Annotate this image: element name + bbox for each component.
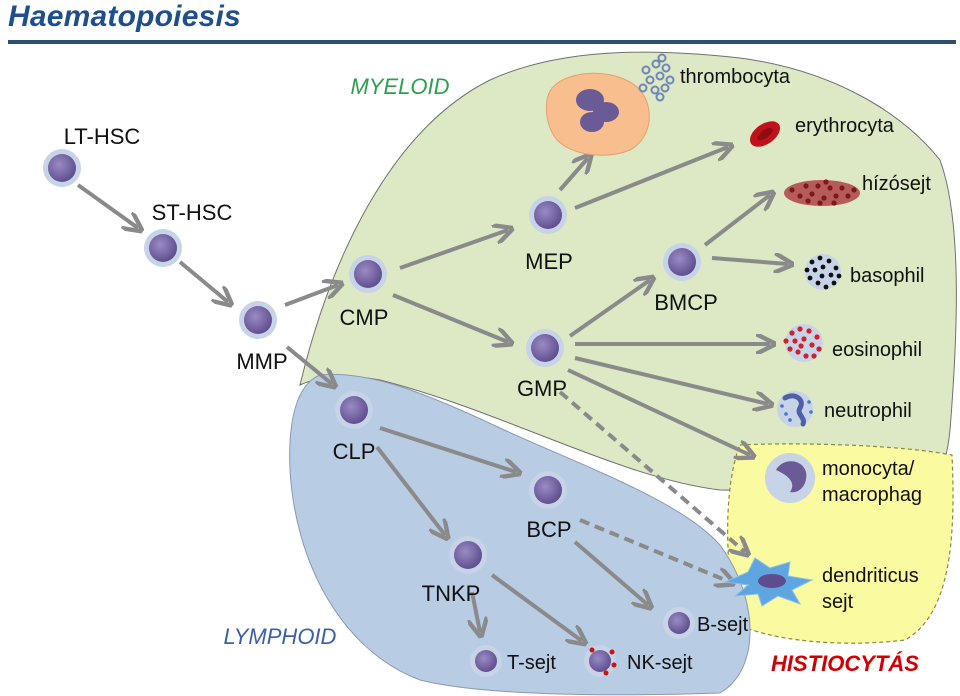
label-cmp: CMP (340, 305, 389, 330)
label-gmp: GMP (517, 376, 567, 401)
megakaryocyte (545, 72, 650, 156)
arrow-gmp-dendriticus (558, 390, 745, 552)
cell-clp (335, 391, 373, 429)
cell-st-hsc (144, 229, 182, 267)
label-dendriticus-line1: dendriticus (822, 565, 919, 587)
label-thrombocyta: thrombocyta (680, 66, 791, 88)
arrow-gmp-monocyta (567, 368, 750, 455)
arrow-mep-erythrocyta (574, 147, 728, 210)
cell-gmp (526, 329, 564, 367)
label-neutrophil: neutrophil (824, 400, 912, 422)
title-rule (8, 40, 956, 44)
cell-bcp (529, 471, 567, 509)
label-b-sejt: B-sejt (697, 614, 749, 636)
arrow-mep-thrombocyta (558, 158, 588, 192)
dendriticus-cell (723, 557, 814, 607)
label-basophil: basophil (850, 265, 925, 287)
label-bcp: BCP (526, 517, 571, 542)
arrow-gmp-bmcp (568, 280, 650, 338)
histiocytic-label: HISTIOCYTÁS (771, 651, 919, 676)
arrow-bmcp-basophil (711, 258, 788, 264)
neutrophil-cell (777, 391, 813, 427)
label-lt-hsc: LT-HSC (64, 124, 141, 149)
arrow-gmp-neutrophil (574, 356, 768, 404)
lymphoid-label: LYMPHOID (224, 624, 337, 649)
arrow-clp-bcp (379, 426, 516, 472)
label-dendriticus-line2: sejt (822, 591, 854, 613)
arrow-cmp-gmp (392, 293, 508, 342)
arrow-sthsc-mmp (178, 260, 228, 302)
cell-mep (529, 196, 567, 234)
erythrocyta-cell (749, 121, 781, 147)
label-clp: CLP (333, 439, 376, 464)
cell-b-sejt (663, 607, 695, 639)
label-monocyta-line2: macrophag (822, 484, 922, 506)
eosinophil-cell (783, 324, 823, 362)
arrow-bcp-dendriticus (579, 518, 730, 582)
arrow-tnkp-nksejt (490, 573, 582, 641)
cell-nk-sejt (584, 645, 617, 677)
arrow-mmp-clp (285, 345, 332, 384)
label-hizosejt: hízósejt (862, 173, 931, 195)
label-bmcp: BMCP (654, 290, 718, 315)
monocyta-cell (765, 453, 815, 503)
myeloid-label: MYELOID (350, 74, 449, 99)
lymphoid-region (289, 373, 751, 696)
label-tnkp: TNKP (422, 581, 481, 606)
cell-cmp (349, 255, 387, 293)
arrows (76, 147, 788, 641)
cell-t-sejt (470, 645, 502, 677)
cell-mmp (239, 301, 277, 339)
arrow-lthsc-sthsc (76, 183, 138, 228)
thrombocyta-cluster (638, 53, 675, 102)
label-t-sejt: T-sejt (507, 652, 556, 674)
arrow-clp-tnkp (375, 445, 445, 535)
cell-lt-hsc (43, 149, 81, 187)
label-mmp: MMP (236, 349, 287, 374)
basophil-cell (804, 254, 842, 290)
label-erythrocyta: erythrocyta (795, 115, 895, 137)
progenitor-cells (43, 149, 701, 677)
label-monocyta-line1: monocyta/ (822, 458, 915, 480)
arrow-cmp-mep (399, 230, 508, 270)
label-st-hsc: ST-HSC (152, 200, 233, 225)
arrow-tnkp-tsejt (472, 591, 480, 632)
page-title: Haematopoiesis (8, 0, 241, 33)
arrow-bmcp-hizosejt (703, 195, 770, 247)
hizosejt-cell (784, 179, 860, 206)
arrow-mmp-cmp (284, 285, 338, 307)
cell-bmcp (663, 243, 701, 281)
label-mep: MEP (525, 249, 573, 274)
label-nk-sejt: NK-sejt (627, 652, 693, 674)
cell-tnkp (449, 536, 487, 574)
label-eosinophil: eosinophil (832, 339, 922, 361)
arrow-bcp-bsejt (573, 540, 648, 605)
